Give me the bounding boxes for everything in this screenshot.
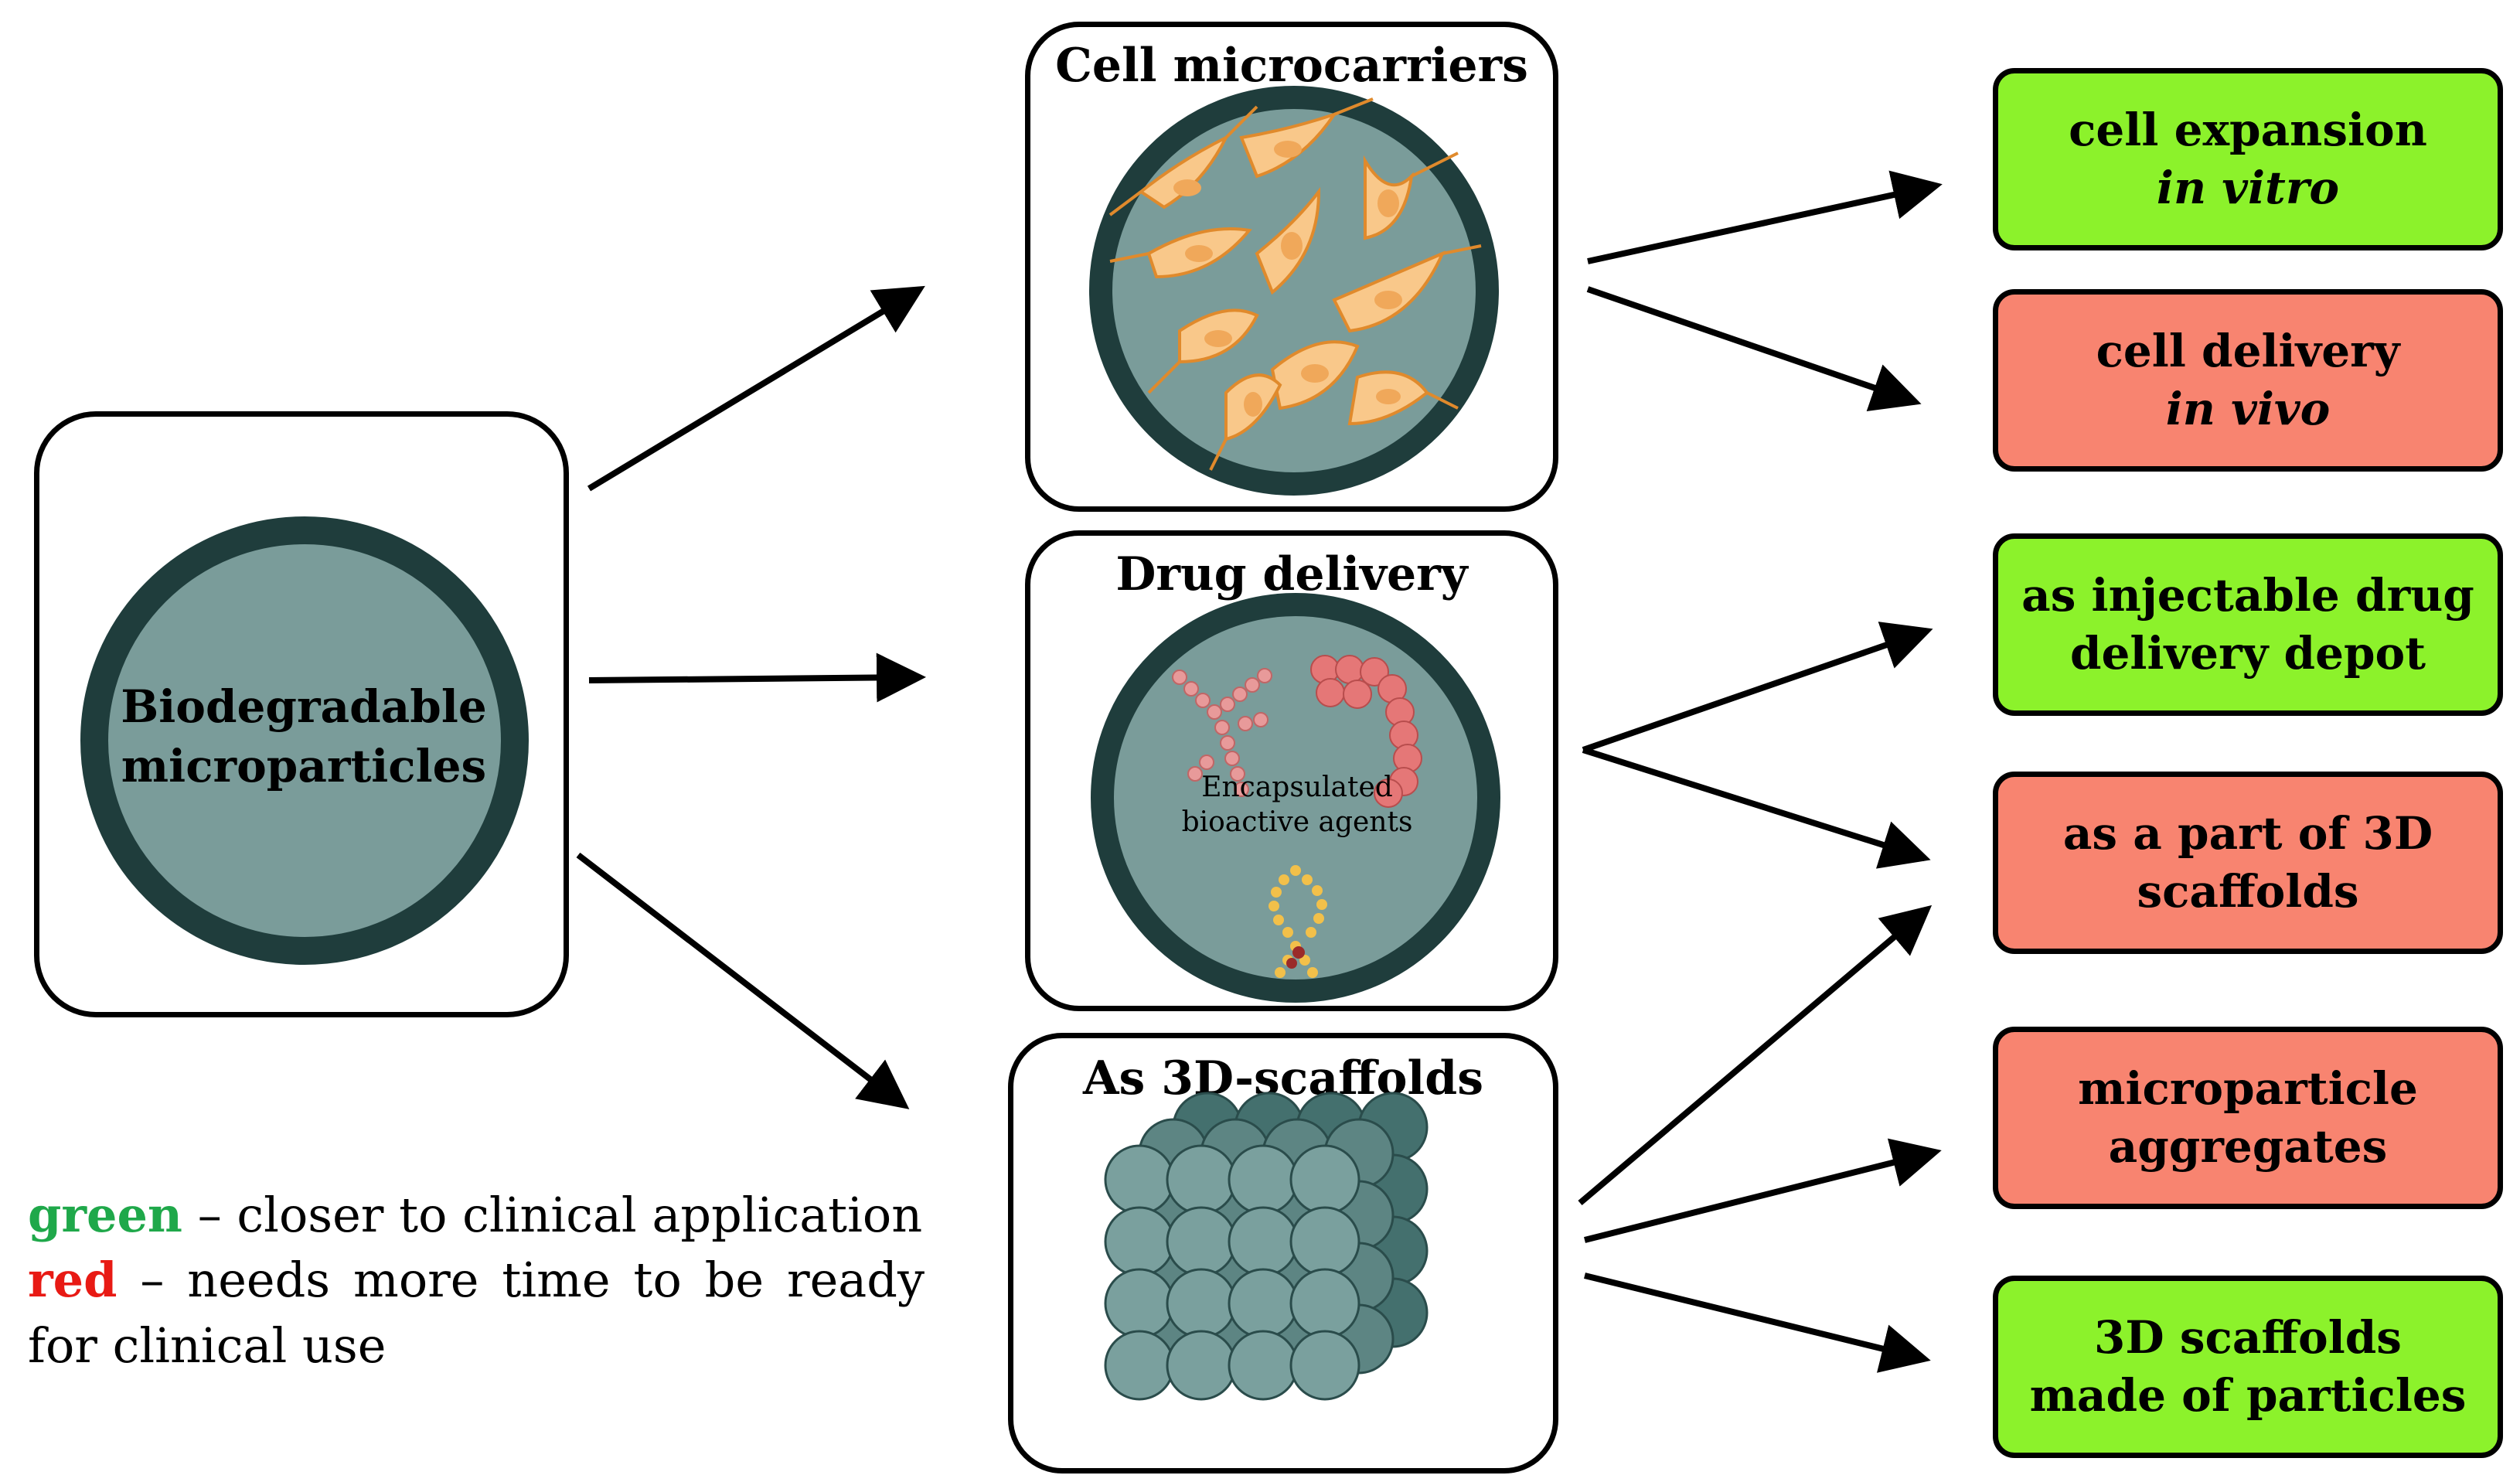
scaffold-particle [1289, 1206, 1360, 1277]
scaffold-particle [1289, 1268, 1360, 1339]
cell-nucleus [1244, 392, 1262, 417]
scaffold-particle [1166, 1206, 1237, 1277]
scaffold-particle [1166, 1268, 1237, 1339]
legend: green – closer to clinical application r… [28, 1183, 925, 1378]
arrow-scaffold-to-3d-part [1578, 905, 1933, 1206]
scaffold-particle [1104, 1144, 1175, 1215]
outcome-part-of-3d-scaffolds: as a part of 3D scaffolds [1993, 772, 2503, 954]
microcarrier-sphere [1089, 86, 1499, 496]
scaffold-particle [1289, 1330, 1360, 1401]
outcome-scaffolds-made-of-particles: 3D scaffolds made of particles [1993, 1276, 2503, 1458]
branched-molecule-icon [1172, 668, 1272, 797]
arrow-to-cell-delivery [1586, 286, 1922, 412]
source-sphere [80, 516, 529, 965]
scaffold-sphere-stack [1104, 1092, 1429, 1401]
legend-red-line-cont: for clinical use [28, 1317, 387, 1374]
outcome-injectable-depot: as injectable drug delivery depot [1993, 533, 2503, 716]
protein-chain-icon [1310, 655, 1422, 808]
cell-nucleus [1374, 291, 1402, 309]
scaffold-particle [1289, 1144, 1360, 1215]
scaffold-particle [1104, 1268, 1175, 1339]
arrow-to-microcarriers [587, 285, 925, 492]
scaffold-particle [1104, 1330, 1175, 1401]
cell-nucleus [1185, 245, 1213, 262]
scaffold-particle [1104, 1206, 1175, 1277]
scaffold-particle [1166, 1330, 1237, 1401]
arrow-to-cell-expansion [1587, 170, 1943, 264]
drug-sphere [1091, 593, 1500, 1003]
scaffold-particle [1228, 1330, 1299, 1401]
scaffold-particle [1228, 1144, 1299, 1215]
category-title: Drug delivery [1115, 547, 1468, 601]
scaffold-particle [1166, 1144, 1237, 1215]
arrow-to-scaffolds [576, 852, 910, 1109]
cell-processes [1108, 97, 1482, 471]
source-box [34, 411, 569, 1017]
arrow-drug-to-3d-part [1582, 747, 1931, 869]
cell-nucleus [1274, 141, 1302, 158]
legend-green-text: – closer to clinical application [182, 1187, 923, 1243]
outcome-microparticle-aggregates: microparticle aggregates [1993, 1027, 2503, 1209]
category-scaffolds: As 3D-scaffolds [1008, 1033, 1558, 1473]
cell-nucleus [1281, 232, 1303, 260]
legend-green-word: green [28, 1187, 182, 1243]
drug-inner-label: Encapsulated bioactive agents [1181, 772, 1413, 838]
cell-nucleus [1376, 389, 1401, 404]
nuclei-group [1173, 141, 1402, 417]
category-title: As 3D-scaffolds [1083, 1051, 1483, 1106]
cell-nucleus [1301, 364, 1329, 383]
dna-marker-icon [1286, 946, 1305, 969]
source-label: Biodegradable microparticles [121, 680, 487, 792]
outcome-cell-delivery: cell delivery in vivo [1993, 289, 2503, 472]
category-drug-delivery: Drug delivery Encapsula [1025, 530, 1558, 1011]
arrow-to-aggregates [1584, 1138, 1942, 1243]
outcome-cell-expansion: cell expansion in vitro [1993, 68, 2503, 250]
arrow-to-drug-delivery [588, 652, 926, 703]
legend-red-line: red – needs more time to be ready [28, 1248, 925, 1313]
legend-green-line: green – closer to clinical application [28, 1183, 925, 1248]
scaffold-particle [1228, 1268, 1299, 1339]
cell-nucleus [1173, 179, 1201, 196]
cell-nucleus [1204, 330, 1232, 347]
category-microcarriers: Cell microcarriers [1025, 22, 1558, 512]
category-title: Cell microcarriers [1055, 39, 1528, 93]
arrow-to-injectable-depot [1582, 622, 1933, 753]
arrow-to-made-of-particles [1584, 1272, 1931, 1373]
cell-nucleus [1377, 189, 1399, 217]
scaffold-particle [1228, 1206, 1299, 1277]
legend-red-word: red [28, 1252, 117, 1309]
legend-red-text: – needs more time to be ready [117, 1252, 925, 1309]
dna-loop-icon [1269, 865, 1327, 978]
